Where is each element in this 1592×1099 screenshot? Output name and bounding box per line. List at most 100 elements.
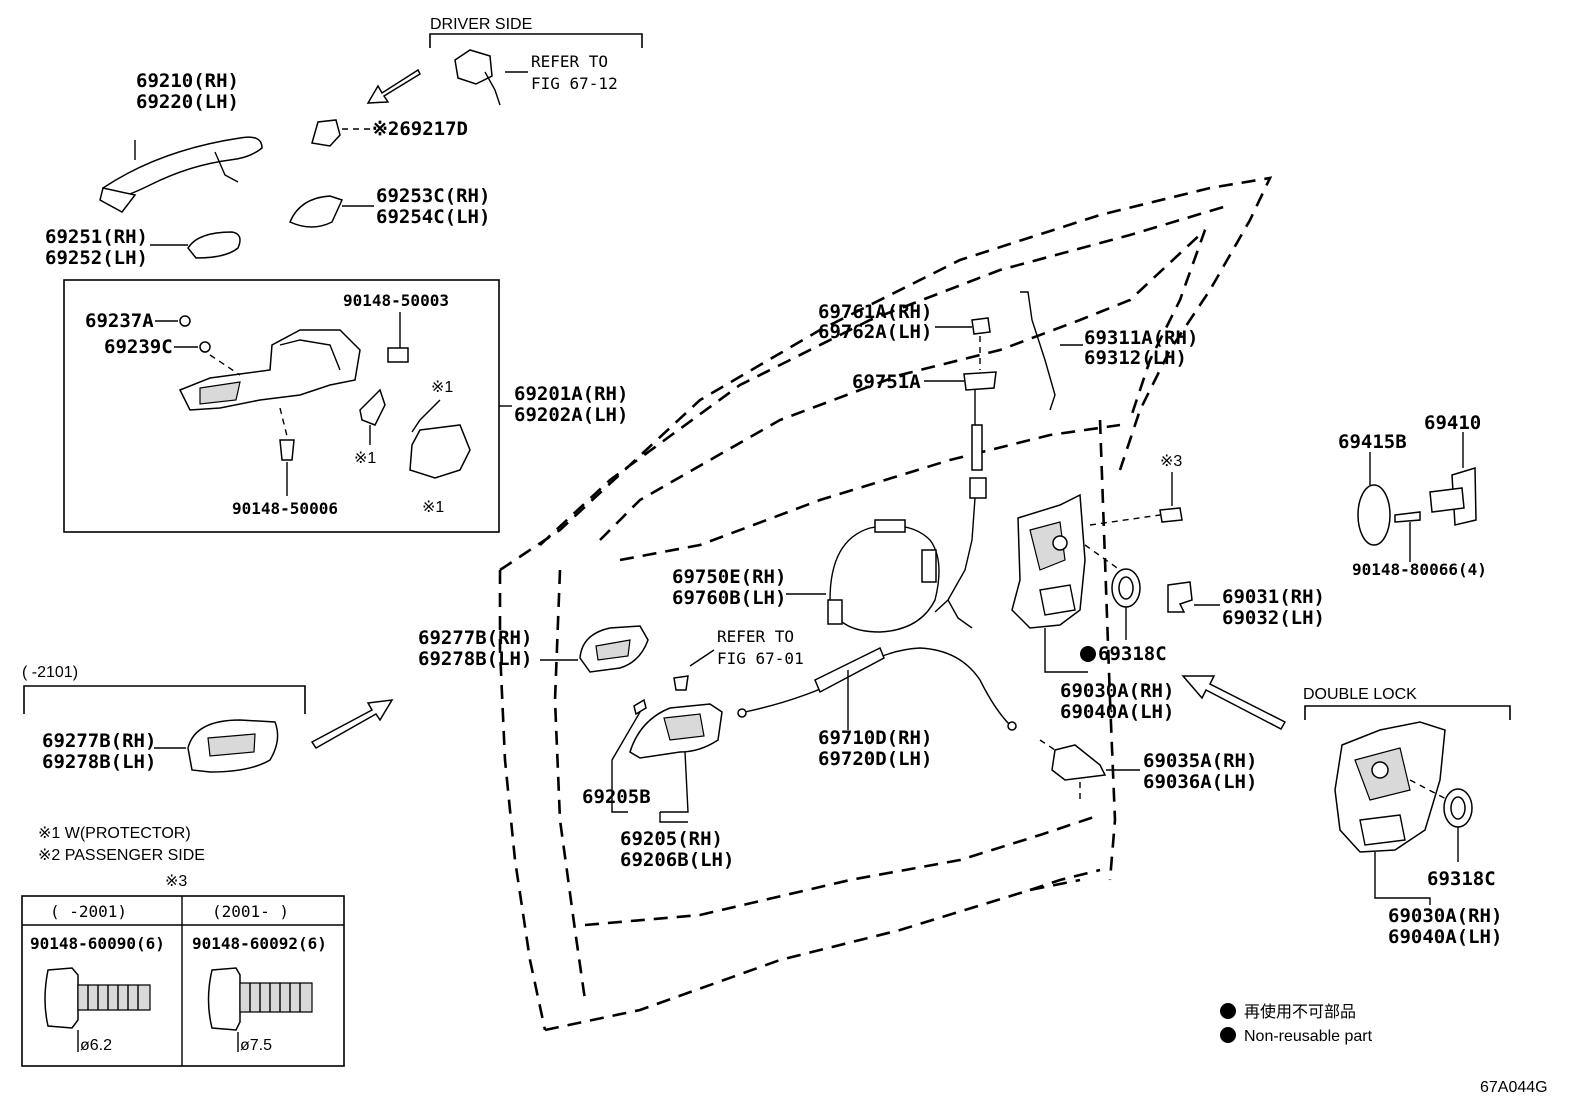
svg-text:69761A(RH): 69761A(RH) <box>818 301 932 323</box>
double-lock-label: DOUBLE LOCK <box>1303 686 1417 703</box>
cover-69035a-part <box>1039 739 1140 800</box>
fig-67-01-ref: FIG 67-01 <box>717 649 804 668</box>
callout-c21: 69031(RH) 69032(LH) <box>1222 586 1325 629</box>
arrow-1 <box>366 68 421 104</box>
mark-1-a: ※1 <box>354 450 376 467</box>
callout-c27: 69030A(RH) 69040A(LH) <box>1388 905 1502 948</box>
svg-text:69710D(RH): 69710D(RH) <box>818 727 932 749</box>
callout-c20: 69030A(RH) 69040A(LH) <box>1060 680 1174 723</box>
svg-text:69253C(RH): 69253C(RH) <box>376 185 490 207</box>
svg-text:69278B(LH): 69278B(LH) <box>42 751 156 773</box>
arrow-double-lock <box>1181 675 1287 730</box>
svg-text:69762A(LH): 69762A(LH) <box>818 321 932 343</box>
legend-en: Non-reusable part <box>1244 1028 1373 1045</box>
callout-c2: ※269217D <box>372 118 468 140</box>
driver-side-group: DRIVER SIDE REFER TO FIG 67-12 <box>429 16 643 106</box>
cap-69217d-part <box>311 119 370 147</box>
callout-c11: 69751A <box>852 371 921 393</box>
svg-text:69206B(LH): 69206B(LH) <box>620 849 734 871</box>
svg-text:69220(LH): 69220(LH) <box>136 91 239 113</box>
callout-c13: 69750E(RH) 69760B(LH) <box>672 566 786 609</box>
callout-c22: 69035A(RH) 69036A(LH) <box>1143 750 1257 793</box>
bolt-col2-part: 90148-60092(6) <box>192 934 327 953</box>
inside-handle-part <box>611 675 723 823</box>
knob-icon <box>971 317 991 335</box>
callout-c12: 69311A(RH) 69312(LH) <box>1084 327 1198 369</box>
bolt-col1-range: ( -2001) <box>50 902 127 921</box>
svg-text:69030A(RH): 69030A(RH) <box>1388 905 1502 927</box>
svg-text:69251(RH): 69251(RH) <box>45 226 148 248</box>
frame-box-69201a: 69237A 69239C 90148-50003 90148-50006 ※1… <box>63 279 512 533</box>
svg-text:69202A(LH): 69202A(LH) <box>514 404 628 426</box>
svg-text:69035A(RH): 69035A(RH) <box>1143 750 1257 772</box>
svg-text:69036A(LH): 69036A(LH) <box>1143 771 1257 793</box>
date-range-group: ( -2101) <box>22 664 306 773</box>
svg-text:69040A(LH): 69040A(LH) <box>1388 926 1502 948</box>
svg-text:69277B(RH): 69277B(RH) <box>418 627 532 649</box>
outside-handle-part <box>99 136 263 213</box>
svg-text:69311A(RH): 69311A(RH) <box>1084 327 1198 349</box>
clip-69031-part <box>1167 581 1193 613</box>
door-frame-outline <box>498 176 1273 1032</box>
callout-c6: 69239C <box>104 336 173 358</box>
key-cylinder-icon <box>454 49 493 85</box>
callout-c4: 69251(RH) 69252(LH) <box>45 226 148 269</box>
double-lock-group: DOUBLE LOCK <box>1303 686 1511 905</box>
callout-c5: 69237A <box>85 310 154 332</box>
mark-1-b: ※1 <box>431 379 453 396</box>
bolt-col2-dia: ø7.5 <box>240 1037 272 1054</box>
svg-text:69312(LH): 69312(LH) <box>1084 347 1187 369</box>
bolt-60090-icon <box>44 967 79 1029</box>
driver-side-label: DRIVER SIDE <box>430 16 532 33</box>
callout-c24: 69410 <box>1424 412 1481 434</box>
callout-c1: 69210(RH) 69220(LH) <box>136 70 239 113</box>
callout-c15: 69277B(RH) 69278B(LH) <box>42 730 156 773</box>
note-2: ※2 PASSENGER SIDE <box>38 847 205 864</box>
svg-text:69278B(LH): 69278B(LH) <box>418 648 532 670</box>
note-1: ※1 W(PROTECTOR) <box>38 825 191 842</box>
bezel-69277b-door <box>540 625 649 673</box>
bolt-60092-icon <box>207 967 241 1031</box>
bolt-col2-range: (2001- ) <box>212 902 289 921</box>
svg-text:69720D(LH): 69720D(LH) <box>818 748 932 770</box>
figure-code: 67A044G <box>1480 1079 1548 1096</box>
callout-c7: 90148-50003 <box>343 291 449 310</box>
door-lock-assembly-main: ※3 <box>1011 453 1183 640</box>
note-3-mark: ※3 <box>165 873 187 890</box>
bolt-col1-dia: ø6.2 <box>80 1037 112 1054</box>
cable-69710d <box>744 647 1011 726</box>
callout-c25: 90148-80066(4) <box>1352 560 1487 579</box>
svg-text:69040A(LH): 69040A(LH) <box>1060 701 1174 723</box>
cover-69253c-part <box>289 195 374 228</box>
callout-c3: 69253C(RH) 69254C(LH) <box>376 185 490 228</box>
cable-69750e <box>829 525 940 633</box>
legend-jp: 再使用不可部品 <box>1244 1003 1356 1021</box>
pad-69251-part <box>150 231 241 259</box>
callout-c16: 69205B <box>582 786 651 808</box>
svg-text:69031(RH): 69031(RH) <box>1222 586 1325 608</box>
notes-block: ※1 W(PROTECTOR) ※2 PASSENGER SIDE ※3 <box>38 825 205 890</box>
refer-to-label-2: REFER TO <box>717 627 794 646</box>
non-reusable-dot <box>1080 646 1096 662</box>
callout-c10: 69761A(RH) 69762A(LH) <box>818 301 932 343</box>
callout-c26: 69318C <box>1427 868 1496 890</box>
callout-c8: 69201A(RH) 69202A(LH) <box>514 383 628 426</box>
rod-clip-icon <box>963 371 997 391</box>
svg-text:69205(RH): 69205(RH) <box>620 828 723 850</box>
fig-67-12-ref: FIG 67-12 <box>531 74 618 93</box>
svg-text:69030A(RH): 69030A(RH) <box>1060 680 1174 702</box>
date-range-label: ( -2101) <box>22 664 78 681</box>
svg-text:69750E(RH): 69750E(RH) <box>672 566 786 588</box>
svg-text:69252(LH): 69252(LH) <box>45 247 148 269</box>
svg-text:69210(RH): 69210(RH) <box>136 70 239 92</box>
svg-text:69201A(RH): 69201A(RH) <box>514 383 628 405</box>
striker-69410-part <box>1357 432 1477 562</box>
callout-c17: 69205(RH) 69206B(LH) <box>620 828 734 871</box>
svg-text:69277B(RH): 69277B(RH) <box>42 730 156 752</box>
mark-3-a: ※3 <box>1160 453 1182 470</box>
legend: 再使用不可部品 Non-reusable part <box>1220 1003 1373 1045</box>
callout-c19: 69318C <box>1098 643 1167 665</box>
callout-c9: 90148-50006 <box>232 499 338 518</box>
